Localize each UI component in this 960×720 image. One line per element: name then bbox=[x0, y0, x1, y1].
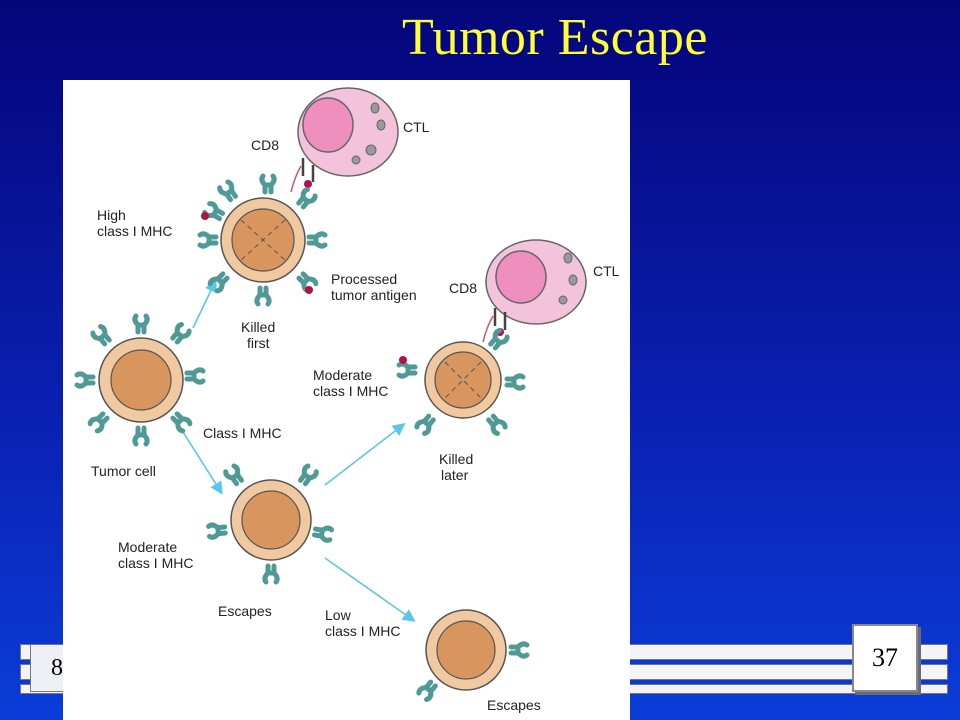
label-low-2: class I MHC bbox=[325, 623, 400, 639]
label-escapes-mid: Escapes bbox=[218, 603, 272, 619]
label-killed-first-1: Killed bbox=[241, 319, 275, 335]
label-escapes-bottom: Escapes bbox=[487, 697, 541, 713]
label-high-2: class I MHC bbox=[97, 223, 172, 239]
high-mhc-cell bbox=[200, 176, 325, 304]
label-killed-later-1: Killed bbox=[439, 451, 473, 467]
arrow-to-high bbox=[192, 279, 217, 329]
label-ctl-right: CTL bbox=[593, 263, 620, 279]
tumor-escape-diagram: CD8 CTL High class I MHC Processed tumor… bbox=[63, 87, 620, 713]
tumor-cell bbox=[77, 316, 203, 444]
label-low-1: Low bbox=[325, 607, 352, 623]
label-high-1: High bbox=[97, 207, 126, 223]
label-cd8-right: CD8 bbox=[449, 280, 477, 296]
label-killed-first-2: first bbox=[247, 335, 270, 351]
arrow-to-low bbox=[324, 557, 416, 622]
page-number: 37 bbox=[852, 624, 918, 692]
ctl-cell-right bbox=[482, 239, 587, 343]
label-processed-1: Processed bbox=[331, 271, 397, 287]
label-processed-2: tumor antigen bbox=[331, 287, 417, 303]
arrow-to-killed-later bbox=[324, 423, 406, 486]
label-class-i-mhc: Class I MHC bbox=[203, 425, 282, 441]
label-cd8-top: CD8 bbox=[251, 137, 279, 153]
label-moderate-right-2: class I MHC bbox=[313, 383, 388, 399]
ctl-cell-top bbox=[290, 87, 399, 193]
label-killed-later-2: later bbox=[441, 467, 469, 483]
tumor-escape-figure: CD8 CTL High class I MHC Processed tumor… bbox=[63, 80, 630, 720]
arrow-to-moderate bbox=[182, 431, 223, 495]
label-ctl-top: CTL bbox=[403, 119, 430, 135]
slide-title: Tumor Escape bbox=[402, 9, 708, 66]
label-moderate-mid-1: Moderate bbox=[118, 539, 177, 555]
label-moderate-right-1: Moderate bbox=[313, 367, 372, 383]
moderate-mhc-cell-right bbox=[399, 330, 523, 434]
low-mhc-cell bbox=[418, 609, 527, 700]
label-moderate-mid-2: class I MHC bbox=[118, 555, 193, 571]
moderate-mhc-cell-middle bbox=[209, 465, 332, 582]
label-tumor-cell: Tumor cell bbox=[91, 463, 156, 479]
